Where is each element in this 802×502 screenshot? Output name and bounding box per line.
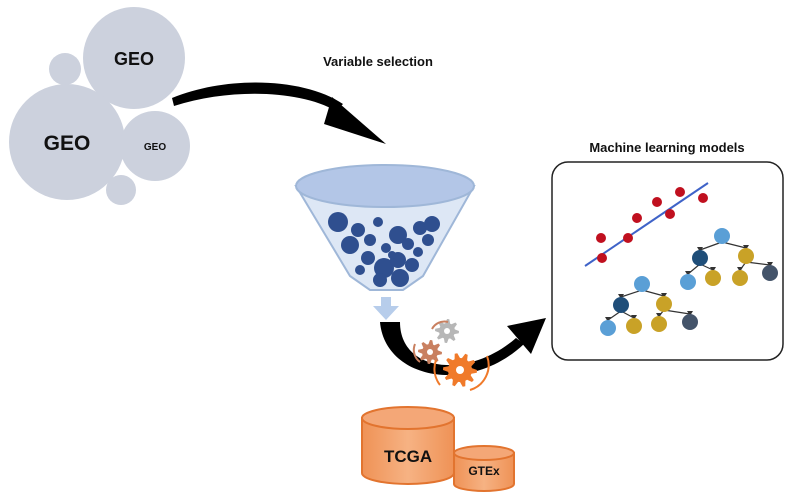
- geo-bubble-large: [9, 84, 125, 200]
- tree-arrowhead: [743, 245, 749, 250]
- tree-arrowhead: [697, 247, 703, 252]
- scatter-points: [596, 187, 708, 263]
- funnel-particle: [405, 258, 419, 272]
- ml-panel-title: Machine learning models: [589, 140, 744, 155]
- scatter-point: [623, 233, 633, 243]
- funnel-particle: [373, 273, 387, 287]
- funnel-particle: [381, 243, 391, 253]
- gear-hole: [427, 349, 433, 355]
- gear-icon-brown: [418, 340, 442, 364]
- ml-panel: [551, 161, 784, 361]
- tree-node: [600, 320, 616, 336]
- scatter-point: [652, 197, 662, 207]
- scatter-point: [665, 209, 675, 219]
- funnel-particles: [328, 212, 440, 287]
- tree-arrowhead: [710, 267, 716, 272]
- gear-motion-arcs: [412, 320, 490, 391]
- tree-node: [680, 274, 696, 290]
- geo-bubble-small: [120, 111, 190, 181]
- geo-bubble-small-1: [49, 53, 81, 85]
- geo-label-small: GEO: [144, 142, 166, 153]
- database-icon-tcga: [361, 406, 455, 485]
- gear-icon-gray: [435, 319, 459, 343]
- tree-arrowhead: [605, 317, 611, 322]
- tree-arrowhead: [767, 262, 773, 267]
- scatter-point: [675, 187, 685, 197]
- funnel-particle: [341, 236, 359, 254]
- tree-node: [656, 296, 672, 312]
- geo-bubble-small-2: [106, 175, 136, 205]
- scatter-point: [632, 213, 642, 223]
- funnel-particle: [373, 217, 383, 227]
- tree-node: [705, 270, 721, 286]
- decision-tree-icon-2: [600, 276, 698, 336]
- funnel-particle: [413, 247, 423, 257]
- geo-label-large: GEO: [44, 132, 91, 155]
- tree-node: [626, 318, 642, 334]
- scatter-point: [698, 193, 708, 203]
- gear-hole: [444, 328, 450, 334]
- funnel-particle: [422, 234, 434, 246]
- tree-edge: [721, 241, 747, 249]
- funnel-particle: [413, 221, 427, 235]
- geo-bubble-cluster: [9, 7, 190, 205]
- funnel-particle: [355, 265, 365, 275]
- tree-node: [613, 297, 629, 313]
- funnel-particle: [361, 251, 375, 265]
- database-icon-gtex: [453, 445, 515, 492]
- tree-arrowhead: [618, 294, 624, 299]
- tree-arrowhead: [661, 293, 667, 298]
- tree-arrowhead: [631, 315, 637, 320]
- scatter-plot-icon: [584, 182, 709, 267]
- tree-node: [714, 228, 730, 244]
- funnel-particle: [364, 234, 376, 246]
- funnel-particle: [391, 269, 409, 287]
- geo-label-medium: GEO: [114, 49, 154, 69]
- funnel-particle: [389, 226, 407, 244]
- funnel-particle: [374, 258, 394, 278]
- funnel-particle: [328, 212, 348, 232]
- scatter-point: [596, 233, 606, 243]
- funnel-particle: [388, 251, 396, 259]
- down-arrow-icon: [373, 297, 399, 320]
- tcga-label: TCGA: [384, 447, 432, 466]
- arrow-curve-icon: [172, 82, 386, 144]
- tree-node: [634, 276, 650, 292]
- tree-node: [692, 250, 708, 266]
- funnel-particle: [402, 238, 414, 250]
- scatter-point: [597, 253, 607, 263]
- tree-node: [762, 265, 778, 281]
- variable-selection-label: Variable selection: [323, 54, 433, 69]
- funnel-particle: [351, 223, 365, 237]
- tree-edge: [699, 241, 723, 251]
- tree-arrowhead: [656, 313, 662, 318]
- gear-icon-orange: [443, 353, 477, 387]
- tree-arrowhead: [685, 271, 691, 276]
- regression-line: [584, 182, 709, 267]
- tree-arrowhead: [737, 267, 743, 272]
- funnel-particle: [424, 216, 440, 232]
- tree-node: [732, 270, 748, 286]
- tree-node: [651, 316, 667, 332]
- geo-bubble-medium: [83, 7, 185, 109]
- gear-hole: [456, 366, 464, 374]
- tree-arrowhead: [687, 311, 693, 316]
- funnel-icon: [294, 164, 476, 291]
- tree-node: [682, 314, 698, 330]
- gtex-label: GTEx: [468, 464, 500, 478]
- decision-tree-icon-1: [680, 228, 778, 290]
- tree-node: [738, 248, 754, 264]
